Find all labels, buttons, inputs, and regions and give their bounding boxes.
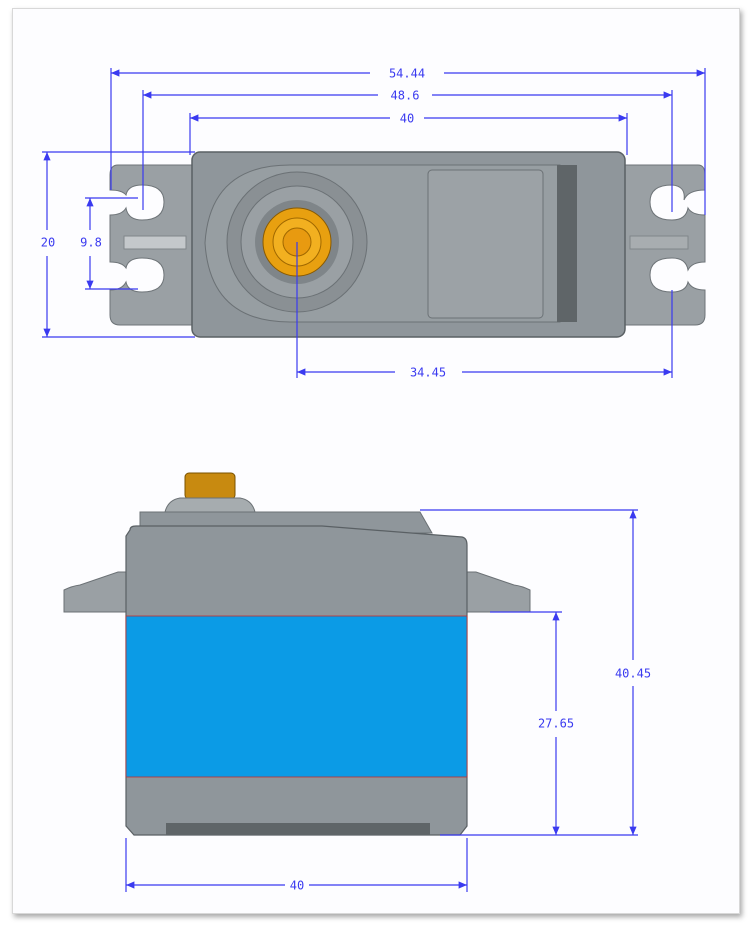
- dim-body-length-top: 40: [400, 112, 414, 126]
- dim-body-length-side: 40: [290, 879, 304, 893]
- side-view: 40.45 27.65 40: [63, 472, 651, 893]
- dim-hole-pitch: 9.8: [80, 236, 102, 250]
- label-band: [125, 615, 468, 778]
- dimension-lines-side: [125, 509, 638, 892]
- side-flange-left: [63, 571, 131, 613]
- dim-flange-height: 27.65: [538, 717, 574, 731]
- flange-slot-right: [629, 235, 689, 250]
- dim-mount-hole-spacing: 48.6: [391, 89, 420, 103]
- side-flange-right: [463, 571, 531, 613]
- dim-shaft-to-hole: 34.45: [410, 366, 446, 380]
- output-spline: [184, 472, 236, 500]
- top-panel: [427, 169, 544, 319]
- dim-overall-height: 40.45: [615, 667, 651, 681]
- side-rail: [557, 165, 577, 322]
- top-view: 54.44 48.6 40 20 9.8 34.45: [41, 67, 706, 380]
- dimension-lines-top: [42, 68, 706, 378]
- dim-overall-length: 54.44: [389, 67, 425, 81]
- dim-body-width: 20: [41, 236, 55, 250]
- flange-slot-left: [123, 235, 187, 250]
